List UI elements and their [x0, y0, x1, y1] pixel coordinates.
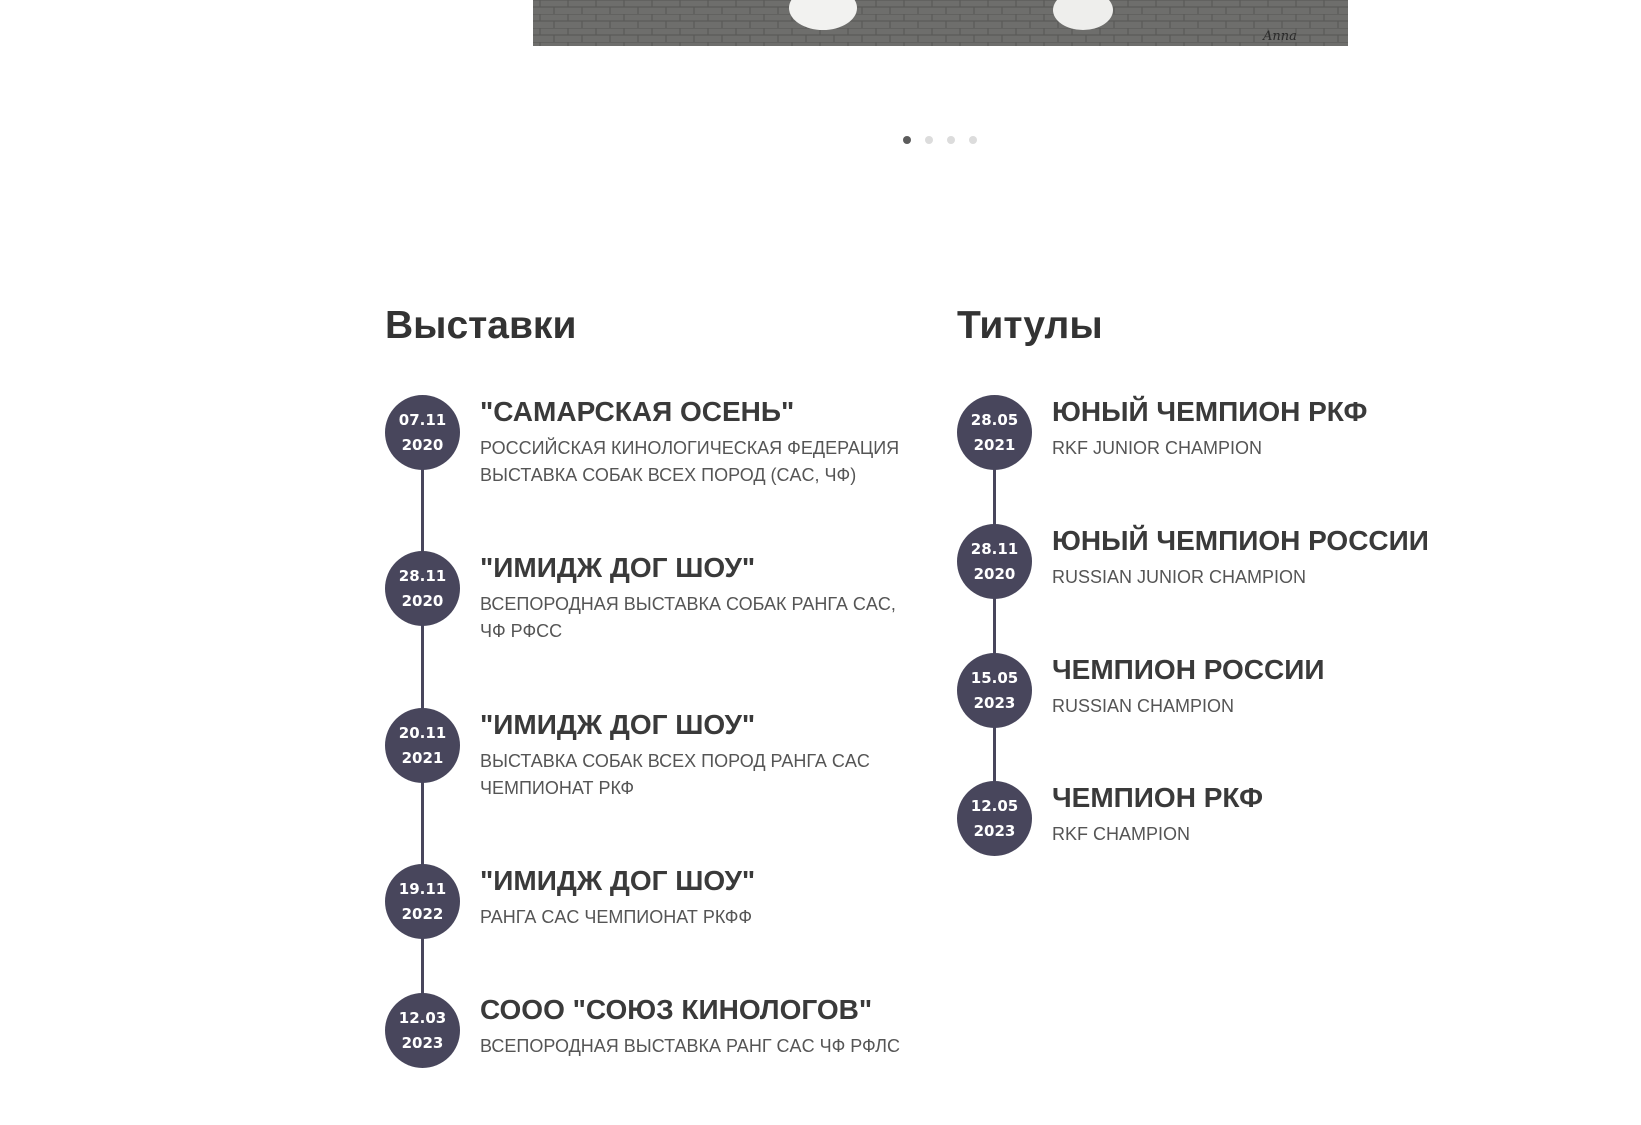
show-description: ВСЕПОРОДНАЯ ВЫСТАВКА РАНГ CAC ЧФ РФЛС	[480, 1036, 900, 1056]
date-day: 07.11	[398, 410, 447, 429]
date-day: 20.11	[398, 723, 447, 742]
date-badge: 12.05 2023	[957, 781, 1032, 856]
date-day: 12.03	[398, 1008, 447, 1027]
date-badge: 28.05 2021	[957, 395, 1032, 470]
date-day: 12.05	[970, 796, 1019, 815]
date-badge: 28.11 2020	[385, 551, 460, 626]
titles-section: Титулы 28.05 2021 ЮНЫЙ ЧЕМПИОН РКФ RKF J…	[957, 300, 1517, 856]
date-year: 2022	[401, 904, 444, 923]
date-day: 15.05	[970, 668, 1019, 687]
photo-watermark: Anna	[1262, 29, 1297, 44]
title-description: RKF JUNIOR CHAMPION	[1052, 438, 1263, 458]
title-description: RUSSIAN JUNIOR CHAMPION	[1052, 567, 1307, 587]
show-title: "ИМИДЖ ДОГ ШОУ"	[480, 709, 756, 740]
title-name: ЧЕМПИОН РКФ	[1052, 782, 1263, 813]
show-description: РОССИЙСКАЯ КИНОЛОГИЧЕСКАЯ ФЕДЕРАЦИЯ ВЫСТ…	[480, 438, 900, 485]
shows-title: Выставки	[385, 304, 577, 347]
show-description: ВСЕПОРОДНАЯ ВЫСТАВКА СОБАК РАНГА CAC, ЧФ…	[480, 594, 896, 641]
carousel-dot-3[interactable]	[947, 136, 955, 144]
date-year: 2023	[401, 1033, 444, 1052]
title-name: ЮНЫЙ ЧЕМПИОН РОССИИ	[1052, 525, 1429, 556]
show-title: "ИМИДЖ ДОГ ШОУ"	[480, 865, 756, 896]
date-day: 19.11	[398, 879, 447, 898]
date-year: 2020	[401, 591, 444, 610]
date-year: 2021	[401, 748, 444, 767]
date-year: 2023	[973, 693, 1016, 712]
title-description: RKF CHAMPION	[1052, 824, 1191, 844]
date-badge: 19.11 2022	[385, 864, 460, 939]
title-name: ЧЕМПИОН РОССИИ	[1052, 654, 1325, 685]
title-name: ЮНЫЙ ЧЕМПИОН РКФ	[1052, 396, 1368, 427]
date-day: 28.11	[970, 539, 1019, 558]
date-badge: 28.11 2020	[957, 524, 1032, 599]
title-description: RUSSIAN CHAMPION	[1052, 696, 1235, 716]
show-title: СООО "СОЮЗ КИНОЛОГОВ"	[480, 994, 873, 1025]
date-year: 2020	[973, 564, 1016, 583]
shows-section: Выставки 07.11 2020 "САМАРСКАЯ ОСЕНЬ" РО…	[385, 300, 915, 1068]
date-badge: 12.03 2023	[385, 993, 460, 1068]
carousel-dot-4[interactable]	[969, 136, 977, 144]
carousel-dot-1[interactable]	[903, 136, 911, 144]
carousel-dot-2[interactable]	[925, 136, 933, 144]
show-title: "САМАРСКАЯ ОСЕНЬ"	[480, 396, 795, 427]
date-day: 28.11	[398, 566, 447, 585]
date-badge: 20.11 2021	[385, 708, 460, 783]
date-year: 2020	[401, 435, 444, 454]
show-description: ВЫСТАВКА СОБАК ВСЕХ ПОРОД РАНГА CAC ЧЕМП…	[480, 751, 870, 798]
timeline-line	[993, 432, 996, 822]
carousel-dots	[903, 136, 977, 144]
carousel-photo: Anna	[533, 0, 1348, 46]
date-badge: 15.05 2023	[957, 653, 1032, 728]
date-badge: 07.11 2020	[385, 395, 460, 470]
date-year: 2023	[973, 821, 1016, 840]
show-title: "ИМИДЖ ДОГ ШОУ"	[480, 552, 756, 583]
show-description: РАНГА CAC ЧЕМПИОНАТ РКФФ	[480, 907, 753, 927]
date-day: 28.05	[970, 410, 1019, 429]
date-year: 2021	[973, 435, 1016, 454]
titles-title: Титулы	[957, 304, 1103, 347]
